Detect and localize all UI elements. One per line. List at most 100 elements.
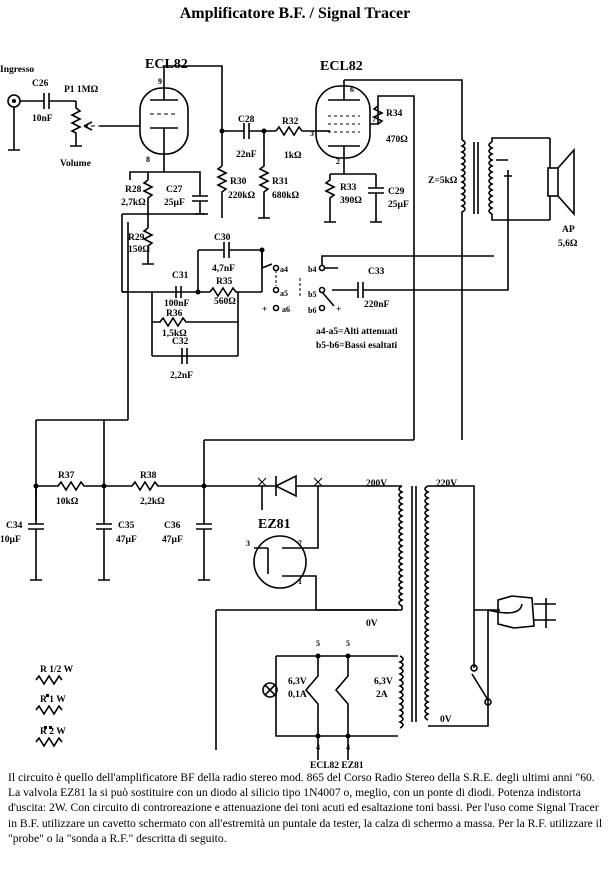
filament-circuit: 5 5 4 4 6,3V 0,1A 6,3V 2A ECL82 EZ81	[262, 639, 398, 771]
svg-text:9: 9	[158, 77, 162, 86]
svg-text:470Ω: 470Ω	[386, 135, 408, 145]
svg-text:5: 5	[346, 639, 350, 648]
diagram-title: Amplificatore B.F. / Signal Tracer	[180, 5, 411, 22]
svg-text:C33: C33	[368, 267, 385, 277]
svg-text:10kΩ: 10kΩ	[56, 497, 79, 507]
volume-label: Volume	[60, 159, 91, 169]
speaker: AP 5,6Ω	[547, 138, 578, 249]
v1-label: ECL82	[145, 57, 188, 72]
svg-text:7: 7	[298, 539, 302, 548]
svg-text:R29: R29	[128, 233, 145, 243]
svg-text:R31: R31	[272, 177, 289, 187]
svg-text:R32: R32	[282, 117, 299, 127]
pilot-lamp	[262, 682, 278, 698]
svg-text:a4: a4	[280, 265, 288, 274]
svg-text:2,2kΩ: 2,2kΩ	[140, 497, 165, 507]
svg-text:a5: a5	[280, 289, 288, 298]
svg-text:560Ω: 560Ω	[214, 297, 236, 307]
svg-text:6: 6	[350, 85, 354, 94]
svg-text:47µF: 47µF	[162, 535, 183, 545]
svg-text:b5: b5	[308, 290, 316, 299]
resistor-legend: R 1/2 W R 1 W R 2 W	[35, 665, 74, 748]
svg-text:47µF: 47µF	[116, 535, 137, 545]
svg-text:220V: 220V	[436, 479, 457, 489]
svg-text:0V: 0V	[366, 619, 378, 629]
c26-capacitor	[43, 93, 50, 109]
svg-text:25µF: 25µF	[164, 198, 185, 208]
svg-text:1kΩ: 1kΩ	[284, 151, 302, 161]
c35-capacitor: C35 47µF	[96, 486, 137, 581]
v2-ecl82-tube: ECL82 6 3 7 2	[310, 59, 376, 168]
svg-text:5,6Ω: 5,6Ω	[558, 239, 578, 249]
svg-text:R37: R37	[58, 471, 75, 481]
svg-text:R38: R38	[140, 471, 157, 481]
power-transformer: 200V 220V 0V 0V	[215, 479, 500, 750]
svg-text:C28: C28	[238, 115, 255, 125]
svg-text:4,7nF: 4,7nF	[212, 264, 235, 274]
svg-text:5: 5	[316, 639, 320, 648]
svg-text:+: +	[262, 305, 267, 315]
svg-text:EZ81: EZ81	[258, 517, 291, 532]
tone-switch: a4 a5 a6 + b4 b5 b6 + a4-a5=Alti attenua…	[261, 250, 494, 351]
r31-resistor: R31 680kΩ	[258, 131, 300, 219]
switch-note-2: b5-b6=Bassi esaltati	[316, 341, 398, 351]
svg-text:7: 7	[372, 115, 376, 124]
svg-text:C30: C30	[214, 233, 231, 243]
svg-text:150Ω: 150Ω	[128, 245, 150, 255]
c29-capacitor: C29 25µF	[368, 174, 409, 223]
r28-resistor: R28 2,7kΩ	[121, 179, 154, 228]
mains-plug	[487, 595, 556, 629]
c31-capacitor: C31 100nF	[164, 271, 190, 309]
r36-resistor: R36 1,5kΩ	[152, 292, 239, 339]
switch-note-1: a4-a5=Alti attenuati	[316, 327, 398, 337]
svg-text:R33: R33	[340, 183, 357, 193]
r34-resistor: R34 470Ω	[370, 95, 415, 440]
svg-text:10µF: 10µF	[0, 535, 21, 545]
svg-text:8: 8	[146, 155, 150, 164]
v1-ecl82-tube: ECL82 9 8	[100, 57, 189, 168]
svg-text:0,1A: 0,1A	[288, 690, 307, 700]
p1-potentiometer	[70, 101, 82, 147]
svg-text:10nF: 10nF	[32, 114, 53, 124]
svg-text:2A: 2A	[376, 690, 388, 700]
output-transformer: Z=5kΩ	[428, 137, 550, 440]
input-label: Ingresso	[0, 65, 34, 75]
svg-text:680kΩ: 680kΩ	[272, 191, 300, 201]
svg-text:C27: C27	[166, 185, 183, 195]
svg-text:100nF: 100nF	[164, 299, 190, 309]
rectifier-diode	[250, 474, 402, 510]
r38-resistor: R38 2,2kΩ	[131, 471, 250, 507]
svg-text:0V: 0V	[440, 715, 452, 725]
svg-text:3: 3	[246, 539, 250, 548]
svg-text:C29: C29	[388, 187, 405, 197]
svg-text:220kΩ: 220kΩ	[228, 191, 256, 201]
circuit-description: Il circuito è quello dell'amplificatore …	[8, 771, 603, 845]
c32-capacitor: C32 2,2nF	[170, 337, 193, 381]
svg-text:25µF: 25µF	[388, 200, 409, 210]
r32-resistor: R32 1kΩ	[275, 117, 318, 161]
svg-text:2: 2	[336, 157, 340, 166]
svg-text:220nF: 220nF	[364, 300, 390, 310]
p1-label: P1 1MΩ	[64, 85, 99, 95]
c34-capacitor: C34 10µF	[0, 486, 44, 581]
svg-text:1,5kΩ: 1,5kΩ	[162, 329, 187, 339]
svg-text:+: +	[336, 305, 341, 315]
r35-resistor: R35 560Ω	[209, 277, 262, 307]
svg-text:ECL82 EZ81: ECL82 EZ81	[310, 761, 364, 771]
svg-text:R 1 W: R 1 W	[40, 695, 66, 705]
svg-text:C32: C32	[172, 337, 189, 347]
svg-text:b4: b4	[308, 265, 316, 274]
svg-text:AP: AP	[562, 225, 575, 235]
r29-resistor: R29 150Ω	[128, 227, 154, 265]
c36-capacitor: C36 47µF	[162, 486, 212, 581]
svg-text:Z=5kΩ: Z=5kΩ	[428, 176, 458, 186]
svg-text:200V: 200V	[366, 479, 387, 489]
r30-resistor: R30 220kΩ	[216, 165, 256, 218]
c28-capacitor: C28 22nF	[222, 115, 276, 160]
svg-text:R28: R28	[125, 185, 142, 195]
c27-capacitor: C27 25µF	[164, 180, 208, 215]
svg-text:R 2 W: R 2 W	[40, 727, 66, 737]
svg-text:6,3V: 6,3V	[288, 677, 307, 687]
svg-text:C35: C35	[118, 521, 135, 531]
